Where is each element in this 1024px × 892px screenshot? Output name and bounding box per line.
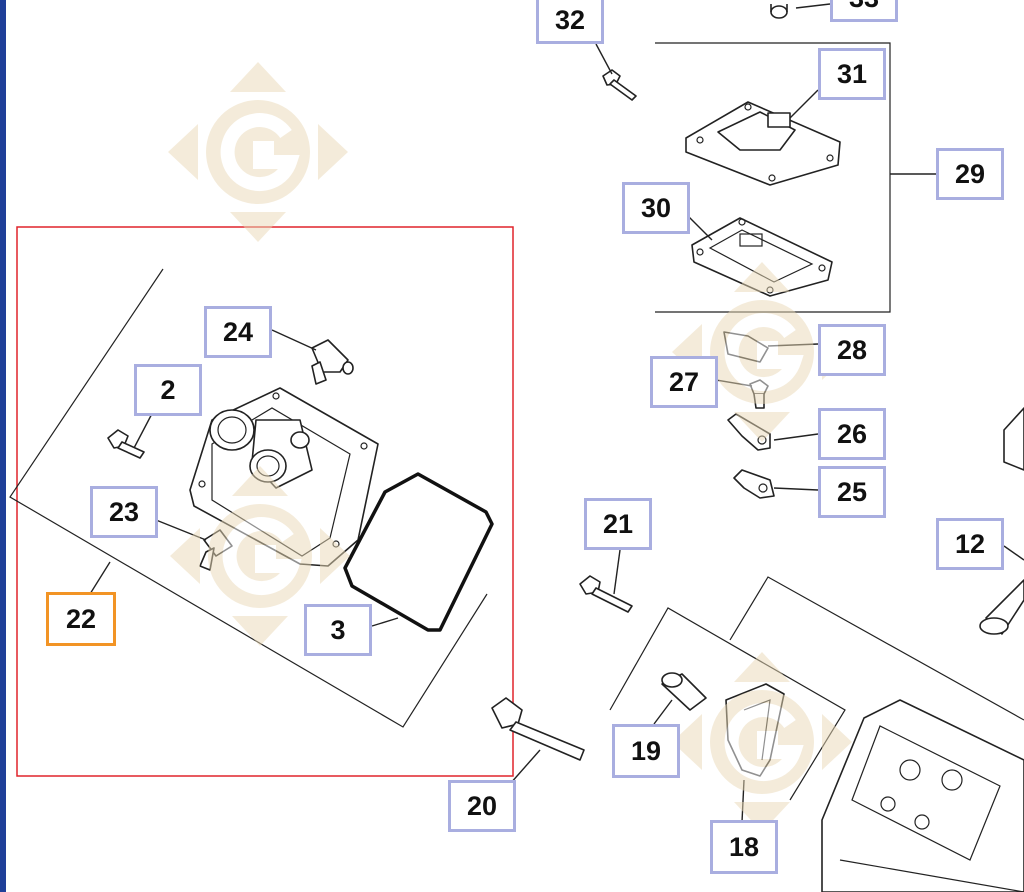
callout-28[interactable]: 28 xyxy=(818,324,886,376)
group-22-frame xyxy=(9,268,488,728)
part-19-tappet xyxy=(661,672,707,711)
callout-33[interactable]: 33 xyxy=(830,0,898,22)
callout-2[interactable]: 2 xyxy=(134,364,202,416)
part-18-rocker-arm xyxy=(725,683,785,777)
cylinder-head xyxy=(821,699,1024,892)
part-24-fitting xyxy=(311,339,354,385)
callout-30[interactable]: 30 xyxy=(622,182,690,234)
callout-18[interactable]: 18 xyxy=(710,820,778,874)
callout-3[interactable]: 3 xyxy=(304,604,372,656)
part-21-bolt xyxy=(579,575,633,613)
part-2-screw xyxy=(107,429,145,459)
part-31-breather-cover xyxy=(685,101,841,186)
part-27-screw xyxy=(749,379,769,409)
callout-31[interactable]: 31 xyxy=(818,48,886,100)
callout-12[interactable]: 12 xyxy=(936,518,1004,570)
part-20-bolt xyxy=(491,697,585,761)
part-23-fitting xyxy=(199,529,233,571)
callout-24[interactable]: 24 xyxy=(204,306,272,358)
part-3-gasket xyxy=(343,472,494,632)
window-left-border xyxy=(0,0,6,892)
callout-22-selected[interactable]: 22 xyxy=(46,592,116,646)
part-26-tab xyxy=(727,413,771,451)
part-12-valve xyxy=(979,579,1024,635)
callout-20[interactable]: 20 xyxy=(448,780,516,832)
callout-23[interactable]: 23 xyxy=(90,486,158,538)
callout-19[interactable]: 19 xyxy=(612,724,680,778)
part-30-plate xyxy=(691,217,833,297)
callout-26[interactable]: 26 xyxy=(818,408,886,460)
callout-32[interactable]: 32 xyxy=(536,0,604,44)
part-32-screw xyxy=(602,69,637,101)
partial-part-right xyxy=(1003,407,1024,471)
callout-27[interactable]: 27 xyxy=(650,356,718,408)
callout-25[interactable]: 25 xyxy=(818,466,886,518)
callout-21[interactable]: 21 xyxy=(584,498,652,550)
part-33-cap xyxy=(770,4,788,19)
callout-29[interactable]: 29 xyxy=(936,148,1004,200)
part-28-wedge xyxy=(723,331,769,363)
part-25-tab xyxy=(733,469,775,499)
